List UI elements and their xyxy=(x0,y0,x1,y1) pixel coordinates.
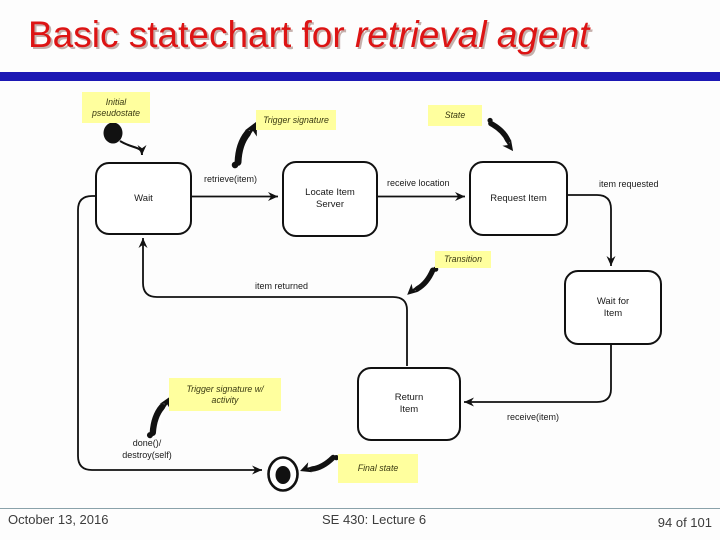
note-transition: Transition xyxy=(435,251,491,268)
initial-pseudostate-icon xyxy=(103,122,147,156)
note-state-label: State xyxy=(444,110,466,120)
note-state: State xyxy=(428,105,482,126)
footer-page-number: 94 of 101 xyxy=(657,515,712,530)
state-request-item: Request Item xyxy=(469,161,568,236)
label-receive-item: receive(item) xyxy=(507,412,560,422)
note-trigger-signature: Trigger signature xyxy=(256,110,336,130)
note-initial-pseudostate-label: Initial pseudostate xyxy=(92,96,140,118)
state-wait-label: Wait xyxy=(134,192,153,204)
label-receive-location: receive location xyxy=(387,178,450,188)
transition-item-requested xyxy=(564,194,616,266)
note-transition-label: Transition xyxy=(444,254,482,264)
note-final-state: Final state xyxy=(338,454,418,483)
transition-item-returned xyxy=(138,238,408,366)
label-done-destroy: done()/ destroy(self) xyxy=(122,438,172,460)
page-title: Basic statechart for retrieval agent xyxy=(28,14,708,56)
title-divider-bar xyxy=(0,72,720,81)
footer-course: SE 430: Lecture 6 xyxy=(322,512,427,527)
page-title-italic: retrieval agent xyxy=(354,14,590,55)
state-wait-for-item-label: Wait for Item xyxy=(596,295,630,319)
final-state-icon xyxy=(267,456,299,492)
note-initial-pseudostate: Initial pseudostate xyxy=(82,92,150,123)
quill-arrow-final-state-icon xyxy=(298,452,340,476)
label-item-requested: item requested xyxy=(599,179,659,189)
quill-arrow-transition-icon xyxy=(404,264,442,299)
footer-divider xyxy=(0,508,720,509)
state-request-label: Request Item xyxy=(490,192,547,204)
label-retrieve-item: retrieve(item) xyxy=(204,174,258,184)
note-trigger-signature-label: Trigger signature xyxy=(263,114,329,125)
quill-arrow-state-icon xyxy=(484,115,517,154)
note-final-state-label: Final state xyxy=(357,463,399,473)
note-trigger-signature-activity-label: Trigger signature w/ activity xyxy=(186,383,264,405)
label-item-returned: item returned xyxy=(255,281,309,291)
page-title-plain: Basic statechart for xyxy=(28,14,355,55)
note-trigger-signature-activity: Trigger signature w/ activity xyxy=(169,378,281,411)
transition-receive-item xyxy=(464,342,612,407)
footer-date: October 13, 2016 xyxy=(8,512,109,527)
state-locate-item-server: Locate Item Server xyxy=(282,161,378,237)
state-locate-label: Locate Item Server xyxy=(305,187,355,210)
state-return-item: Return Item xyxy=(357,367,461,441)
state-wait: Wait xyxy=(95,162,192,235)
transition-done-destroy xyxy=(77,195,262,475)
state-return-item-label: Return Item xyxy=(394,392,424,415)
state-wait-for-item: Wait for Item xyxy=(564,270,662,345)
